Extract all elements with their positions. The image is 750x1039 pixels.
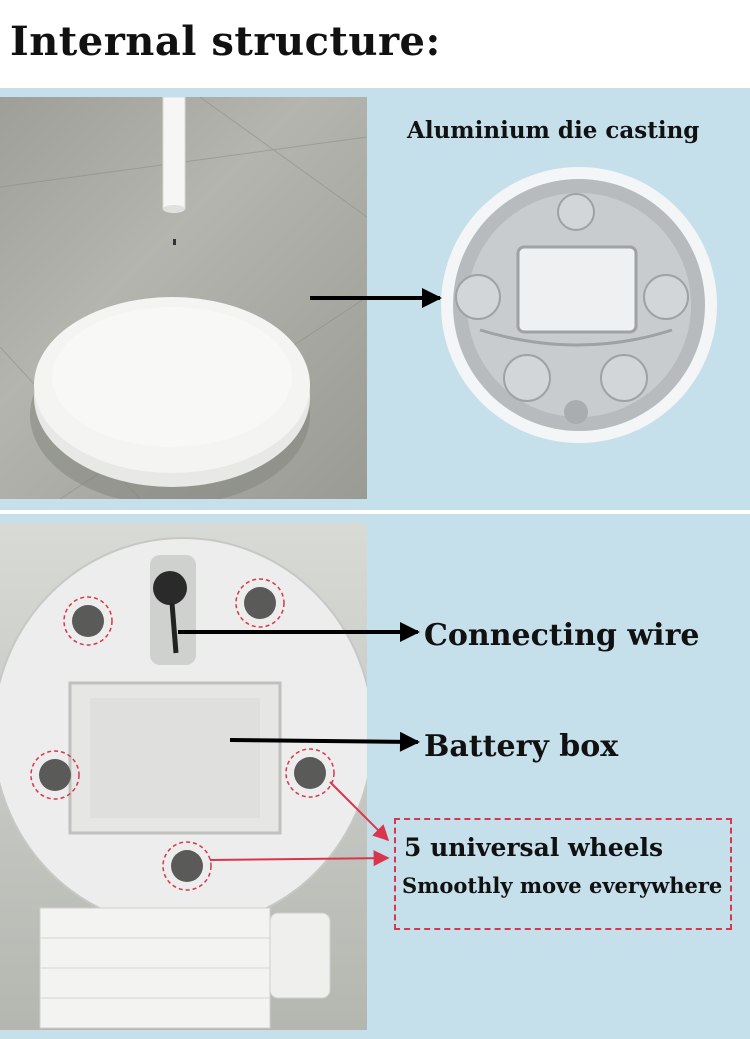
stand-base-illustration	[0, 97, 367, 499]
panel-divider	[0, 510, 750, 514]
wheels-callout-box	[394, 818, 732, 930]
wheels-title-label: 5 universal wheels	[404, 833, 664, 862]
stand-base-photo	[0, 97, 367, 499]
base-underside-illustration	[0, 537, 367, 1029]
wheel-arrow-right	[329, 781, 390, 842]
wheels-subtitle-label: Smoothly move everywhere	[402, 873, 723, 898]
battery-box-label: Battery box	[424, 729, 619, 764]
wheel-arrow-bottom	[209, 850, 390, 867]
aluminium-label: Aluminium die casting	[407, 117, 700, 144]
connecting-wire-label: Connecting wire	[424, 618, 700, 653]
base-underside-photo	[0, 523, 367, 1030]
page-title: Internal structure:	[10, 18, 441, 65]
battery-box-arrow	[229, 731, 420, 752]
wheel-group	[39, 587, 326, 882]
